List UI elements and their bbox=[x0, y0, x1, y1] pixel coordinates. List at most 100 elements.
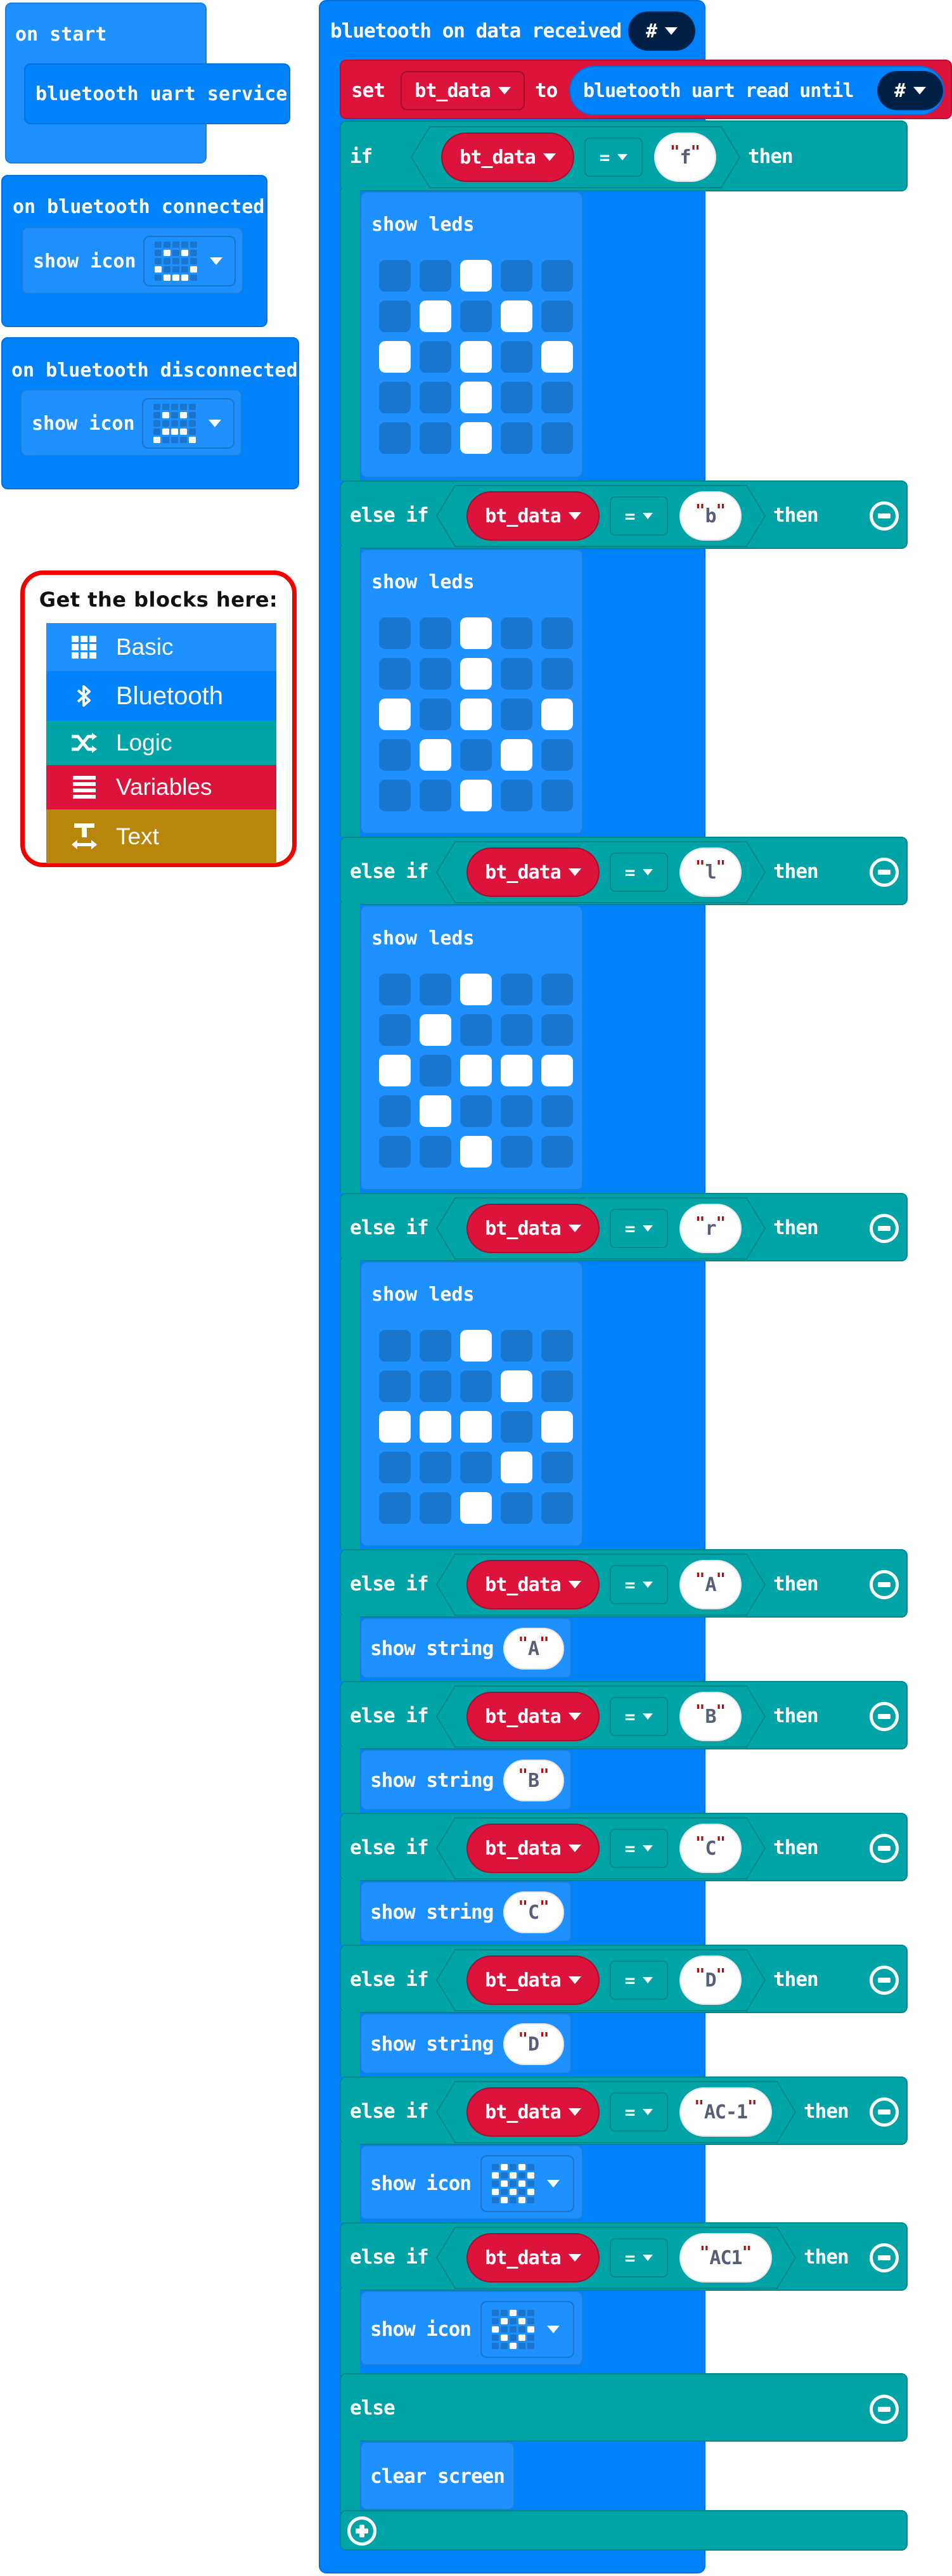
bluetooth-uart-service-block[interactable]: bluetooth uart service bbox=[24, 63, 290, 124]
variable-dropdown[interactable]: bt_data bbox=[441, 132, 574, 182]
led-on[interactable] bbox=[460, 1411, 492, 1443]
led-off[interactable] bbox=[379, 617, 411, 649]
led-off[interactable] bbox=[501, 260, 532, 292]
comparison-block[interactable]: bt_data="AC-1" bbox=[436, 2081, 796, 2143]
led-off[interactable] bbox=[379, 1492, 411, 1524]
operator-dropdown[interactable]: = bbox=[610, 2238, 668, 2277]
led-off[interactable] bbox=[379, 1330, 411, 1362]
remove-else-icon[interactable] bbox=[870, 2395, 899, 2424]
comparison-block[interactable]: bt_data="l" bbox=[436, 841, 766, 903]
led-off[interactable] bbox=[501, 1095, 532, 1127]
show-string-block[interactable]: show string"D" bbox=[360, 2013, 572, 2074]
comparison-block[interactable]: bt_data="f" bbox=[411, 126, 740, 188]
variable-dropdown[interactable]: bt_data bbox=[466, 1204, 600, 1253]
led-off[interactable] bbox=[501, 422, 532, 454]
led-on[interactable] bbox=[379, 341, 411, 373]
led-off[interactable] bbox=[379, 1452, 411, 1483]
led-on[interactable] bbox=[379, 1411, 411, 1443]
led-on[interactable] bbox=[460, 617, 492, 649]
led-off[interactable] bbox=[541, 780, 573, 811]
show-icon-block[interactable]: show icon bbox=[360, 2291, 583, 2366]
led-off[interactable] bbox=[420, 1492, 451, 1524]
led-off[interactable] bbox=[420, 1452, 451, 1483]
led-on[interactable] bbox=[541, 699, 573, 730]
string-value-input[interactable]: "A" bbox=[679, 1560, 742, 1609]
led-off[interactable] bbox=[541, 658, 573, 690]
led-off[interactable] bbox=[460, 1014, 492, 1046]
led-off[interactable] bbox=[501, 699, 532, 730]
led-off[interactable] bbox=[501, 1411, 532, 1443]
category-variables[interactable]: Variables bbox=[46, 765, 276, 809]
comparison-block[interactable]: bt_data="r" bbox=[436, 1197, 766, 1259]
led-off[interactable] bbox=[460, 1095, 492, 1127]
led-off[interactable] bbox=[541, 382, 573, 413]
led-off[interactable] bbox=[420, 1055, 451, 1086]
led-off[interactable] bbox=[541, 1330, 573, 1362]
variable-dropdown[interactable]: bt_data bbox=[466, 847, 600, 897]
category-logic[interactable]: Logic bbox=[46, 721, 276, 765]
led-off[interactable] bbox=[420, 699, 451, 730]
led-off[interactable] bbox=[379, 658, 411, 690]
variable-dropdown[interactable]: bt_data bbox=[401, 71, 525, 110]
led-on[interactable] bbox=[501, 1055, 532, 1086]
led-on[interactable] bbox=[460, 974, 492, 1005]
icon-dropdown-diamond[interactable] bbox=[480, 2301, 574, 2358]
led-off[interactable] bbox=[379, 422, 411, 454]
led-off[interactable] bbox=[379, 974, 411, 1005]
led-off[interactable] bbox=[541, 974, 573, 1005]
led-off[interactable] bbox=[501, 1014, 532, 1046]
led-off[interactable] bbox=[420, 974, 451, 1005]
string-value-input[interactable]: "f" bbox=[654, 132, 716, 182]
led-off[interactable] bbox=[501, 780, 532, 811]
led-grid[interactable] bbox=[379, 1330, 573, 1524]
operator-dropdown[interactable]: = bbox=[610, 1829, 668, 1868]
string-arg-input[interactable]: "B" bbox=[503, 1760, 564, 1801]
led-on[interactable] bbox=[541, 1411, 573, 1443]
show-leds-block[interactable]: show leds bbox=[360, 1261, 583, 1547]
string-value-input[interactable]: "AC-1" bbox=[679, 2087, 772, 2137]
led-off[interactable] bbox=[420, 1330, 451, 1362]
remove-branch-icon[interactable] bbox=[870, 858, 899, 887]
show-icon-sad-block[interactable]: show icon bbox=[20, 389, 242, 456]
led-on[interactable] bbox=[420, 1411, 451, 1443]
add-branch-icon[interactable] bbox=[347, 2516, 376, 2546]
remove-branch-icon[interactable] bbox=[870, 2243, 899, 2272]
comparison-block[interactable]: bt_data="A" bbox=[436, 1554, 766, 1616]
led-off[interactable] bbox=[541, 617, 573, 649]
string-value-input[interactable]: "C" bbox=[679, 1824, 742, 1873]
category-bluetooth[interactable]: Bluetooth bbox=[46, 671, 276, 721]
led-grid[interactable] bbox=[379, 260, 573, 454]
string-value-input[interactable]: "b" bbox=[679, 491, 742, 541]
led-off[interactable] bbox=[379, 260, 411, 292]
comparison-block[interactable]: bt_data = "C" bbox=[436, 1817, 766, 1879]
show-string-block[interactable]: show string"A" bbox=[360, 1618, 572, 1678]
show-leds-block[interactable]: show leds bbox=[360, 549, 583, 834]
led-off[interactable] bbox=[501, 382, 532, 413]
variable-dropdown[interactable]: bt_data bbox=[466, 1560, 600, 1609]
icon-dropdown-sad[interactable] bbox=[142, 398, 235, 449]
led-grid[interactable] bbox=[379, 974, 573, 1168]
led-on[interactable] bbox=[460, 658, 492, 690]
led-off[interactable] bbox=[501, 1492, 532, 1524]
led-off[interactable] bbox=[420, 260, 451, 292]
category-basic[interactable]: Basic bbox=[46, 623, 276, 671]
led-off[interactable] bbox=[501, 341, 532, 373]
led-off[interactable] bbox=[541, 1136, 573, 1168]
led-off[interactable] bbox=[420, 341, 451, 373]
string-value-input[interactable]: "D" bbox=[679, 1955, 742, 2005]
operator-dropdown[interactable]: = bbox=[610, 2092, 668, 2132]
read-delimiter-dropdown[interactable]: # bbox=[877, 71, 943, 110]
led-off[interactable] bbox=[420, 382, 451, 413]
led-off[interactable] bbox=[420, 1136, 451, 1168]
variable-dropdown[interactable]: bt_data bbox=[466, 1824, 600, 1873]
operator-dropdown[interactable]: = bbox=[610, 1697, 668, 1736]
operator-dropdown[interactable]: = bbox=[610, 1961, 668, 2000]
led-on[interactable] bbox=[460, 1330, 492, 1362]
string-arg-input[interactable]: "D" bbox=[503, 2023, 564, 2065]
category-text[interactable]: Text bbox=[46, 809, 276, 863]
